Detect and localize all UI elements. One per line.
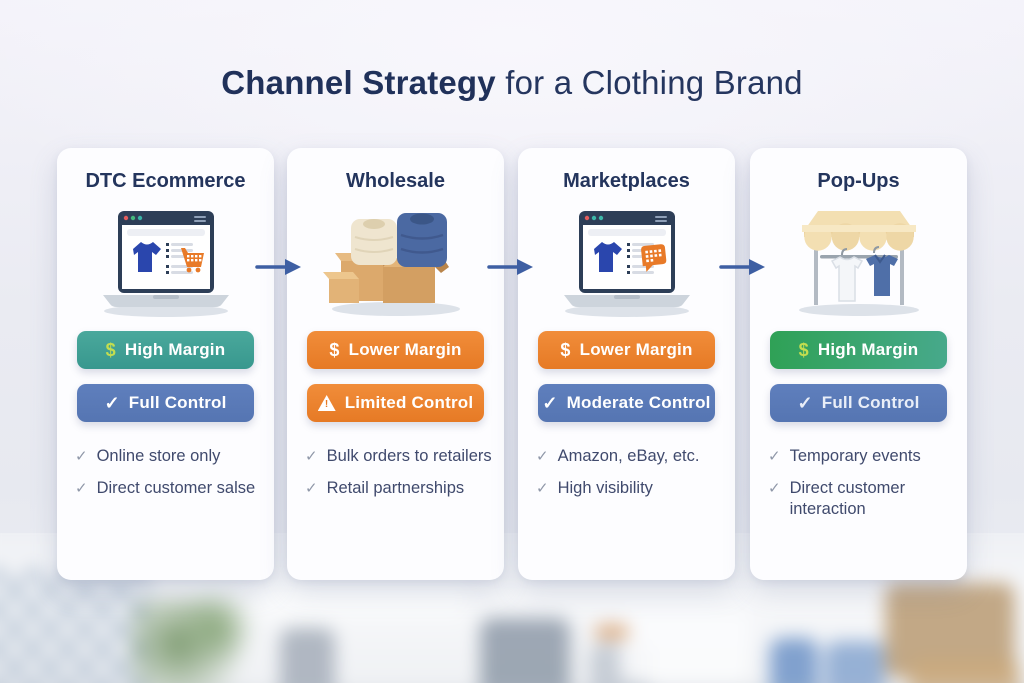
- folded-shirt-blue: [396, 213, 447, 267]
- margin-badge: $ Lower Margin: [538, 331, 715, 369]
- badge-label: Full Control: [128, 393, 227, 412]
- check-icon: ✓: [75, 448, 88, 465]
- list-item: ✓Amazon, eBay, etc.: [536, 446, 727, 467]
- badge-label: Moderate Control: [566, 393, 711, 412]
- control-badge: ✓ Full Control: [770, 384, 947, 422]
- check-icon: ✓: [536, 480, 549, 498]
- check-icon: ✓: [305, 448, 318, 465]
- check-icon: ✓: [768, 448, 781, 465]
- channel-card-wholesale: Wholesale: [287, 148, 504, 580]
- market-stall-illustration: [798, 211, 919, 316]
- list-item: ✓Direct customer salse: [75, 478, 266, 499]
- shopping-cart-icon: [180, 248, 204, 273]
- feature-list: ✓Bulk orders to retailers ✓Retail partne…: [305, 446, 496, 499]
- badge-label: Lower Margin: [579, 340, 693, 359]
- list-item: ✓High visibility: [536, 478, 727, 499]
- laptop-marketplace-illustration: [563, 211, 690, 317]
- badge-label: Full Control: [821, 393, 920, 412]
- card-title: Wholesale: [346, 170, 445, 192]
- badge-label: High Margin: [817, 340, 919, 359]
- dollar-icon: $: [560, 340, 571, 360]
- page-title-rest: for a Clothing Brand: [495, 64, 803, 101]
- arrow-right-icon: [719, 259, 765, 275]
- check-icon: ✓: [104, 393, 120, 413]
- control-badge: ✓ Moderate Control: [538, 384, 715, 422]
- card-title: DTC Ecommerce: [85, 170, 246, 192]
- folded-shirt-cream: [350, 219, 397, 265]
- check-icon: ✓: [797, 393, 813, 413]
- list-item: ✓Bulk orders to retailers: [305, 446, 496, 467]
- control-badge: ✓ Full Control: [77, 384, 254, 422]
- check-icon: ✓: [536, 448, 549, 465]
- list-item: ✓Direct customer interaction: [768, 478, 959, 520]
- marketplace-basket-icon: [640, 244, 666, 272]
- margin-badge: $ Lower Margin: [307, 331, 484, 369]
- folded-shirts-on-boxes-illustration: [322, 213, 460, 316]
- feature-list: ✓Amazon, eBay, etc. ✓High visibility: [536, 446, 727, 499]
- white-shirt: [830, 256, 863, 302]
- page-title: Channel Strategy for a Clothing Brand: [0, 64, 1024, 102]
- badge-label: Limited Control: [344, 393, 474, 412]
- arrow-right-icon: [255, 259, 301, 275]
- check-icon: ✓: [305, 480, 318, 498]
- control-badge: ! Limited Control: [307, 384, 484, 422]
- arrow-right-icon: [487, 259, 533, 275]
- dollar-icon: $: [798, 340, 809, 360]
- check-icon: ✓: [75, 480, 88, 498]
- check-icon: ✓: [542, 393, 558, 413]
- margin-badge: $ High Margin: [770, 331, 947, 369]
- page-title-highlight: Channel Strategy: [221, 64, 496, 101]
- card-title: Pop-Ups: [817, 170, 900, 192]
- channel-card-pop-ups: Pop-Ups: [750, 148, 967, 580]
- feature-list: ✓Temporary events ✓Direct customer inter…: [768, 446, 959, 520]
- badge-label: High Margin: [124, 340, 226, 359]
- card-title: Marketplaces: [563, 170, 690, 192]
- dollar-icon: $: [329, 340, 340, 360]
- channel-card-marketplaces: Marketplaces $ Lower Margin: [518, 148, 735, 580]
- laptop-online-store-illustration: [102, 211, 229, 317]
- list-item: ✓Retail partnerships: [305, 478, 496, 499]
- feature-list: ✓Online store only ✓Direct customer sals…: [75, 446, 266, 499]
- awning: [801, 211, 916, 251]
- badge-label: Lower Margin: [348, 340, 462, 359]
- margin-badge: $ High Margin: [77, 331, 254, 369]
- channel-card-dtc-ecommerce: DTC Ecommerce $ High Ma: [57, 148, 274, 580]
- check-icon: ✓: [768, 480, 781, 498]
- dollar-icon: $: [105, 340, 116, 360]
- warning-icon: !: [317, 395, 336, 411]
- list-item: ✓Online store only: [75, 446, 266, 467]
- list-item: ✓Temporary events: [768, 446, 959, 467]
- blue-polo-shirt: [865, 254, 898, 296]
